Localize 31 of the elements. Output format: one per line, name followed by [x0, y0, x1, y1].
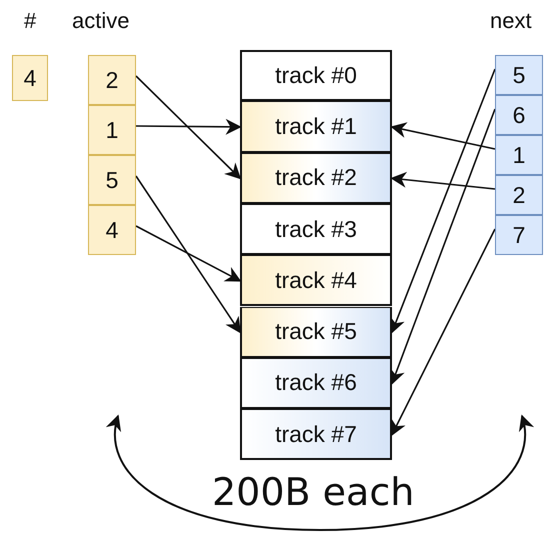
arrow [135, 75, 242, 180]
arrow [136, 118, 242, 135]
arrow [136, 225, 242, 282]
array-cell: 5 [495, 55, 543, 95]
array-cell: 7 [495, 215, 543, 255]
array-cell: 2 [495, 175, 543, 215]
track-slot: track #2 [240, 152, 392, 204]
track-slot: track #5 [240, 306, 392, 358]
span-label: 200B each [212, 470, 414, 514]
track-slot: track #6 [240, 358, 392, 410]
arrow [390, 172, 496, 190]
hash-heading: # [24, 8, 36, 34]
array-cell: 2 [88, 55, 136, 105]
count-cell: 4 [12, 55, 48, 101]
array-cell: 6 [495, 95, 543, 135]
arrow [390, 108, 496, 385]
arrow [390, 68, 496, 334]
arrow [391, 228, 496, 436]
column-heading: next [490, 8, 532, 34]
track-slot: track #0 [240, 50, 392, 102]
arrow [135, 176, 241, 334]
track-slot: track #3 [240, 204, 392, 256]
track-slot: track #4 [240, 255, 392, 306]
column-heading: active [72, 8, 130, 34]
track-slot: track #1 [240, 101, 392, 153]
arrow [390, 122, 496, 150]
track-slot: track #7 [240, 409, 392, 460]
array-cell: 1 [88, 105, 136, 155]
array-cell: 1 [495, 135, 543, 175]
array-cell: 4 [88, 205, 136, 255]
array-cell: 5 [88, 155, 136, 205]
